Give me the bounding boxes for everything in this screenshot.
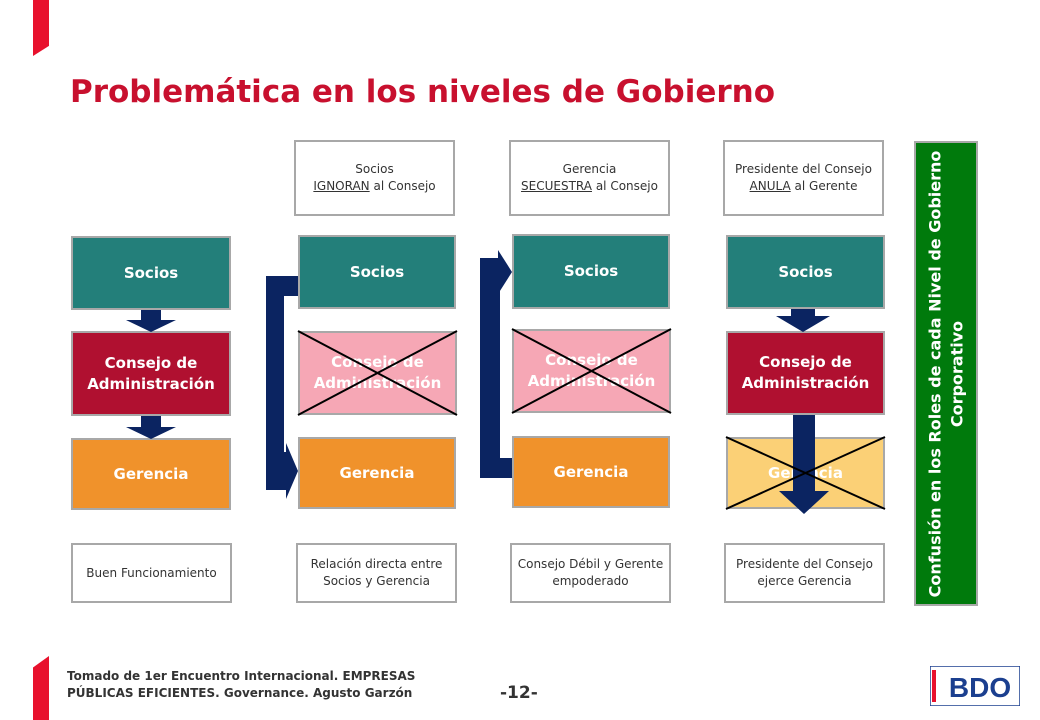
top-caption-pre: Presidente del Consejo [735,162,872,177]
side-label-box: Confusión en los Roles de cada Nivel de … [914,141,978,606]
top-caption-post: al Consejo [373,179,436,193]
long-down-arrow [779,415,829,514]
top-caption-post: al Consejo [595,179,658,193]
socios-box: Socios [298,235,456,309]
socios-box: Socios [71,236,231,310]
bottom-caption: Presidente del Consejo ejerce Gerencia [724,543,885,603]
top-caption-pre: Socios [355,162,394,177]
page-number: -12- [500,683,538,703]
source-note: Tomado de 1er Encuentro Internacional. E… [67,668,415,703]
bdo-logo: BDO [930,666,1020,706]
top-caption-verb: ANULA [749,179,791,193]
down-arrow [126,310,176,332]
cross-mark [297,330,458,416]
bottom-caption: Buen Funcionamiento [71,543,232,603]
top-caption-pre: Gerencia [562,162,617,177]
top-caption-verb: SECUESTRA [521,179,592,193]
top-accent-bar [33,0,49,56]
socios-box: Socios [726,235,885,309]
gerencia-box: Gerencia [512,436,670,508]
side-label: Confusión en los Roles de cada Nivel de … [925,150,966,597]
bottom-caption: Consejo Débil y Gerente empoderado [510,543,671,603]
bottom-caption: Relación directa entre Socios y Gerencia [296,543,457,603]
top-caption-post: al Gerente [794,179,858,193]
socios-box: Socios [512,234,670,309]
bracket-arrow [480,250,512,478]
cross-mark [511,328,672,414]
top-caption-verb: IGNORAN [313,179,370,193]
bdo-logo-text: BDO [949,672,1011,703]
source-line-2: PÚBLICAS EFICIENTES. Governance. Agusto … [67,686,413,701]
gerencia-box: Gerencia [298,437,456,509]
bottom-accent-bar [33,656,49,720]
consejo-box: Consejo de Administración [726,331,885,415]
down-arrow [126,416,176,439]
cross-mark [725,436,886,510]
down-arrow [776,309,830,332]
page-title: Problemática en los niveles de Gobierno [70,74,776,110]
source-line-1: Tomado de 1er Encuentro Internacional. E… [67,669,416,683]
bracket-arrow [266,276,298,499]
consejo-box: Consejo de Administración [71,331,231,416]
